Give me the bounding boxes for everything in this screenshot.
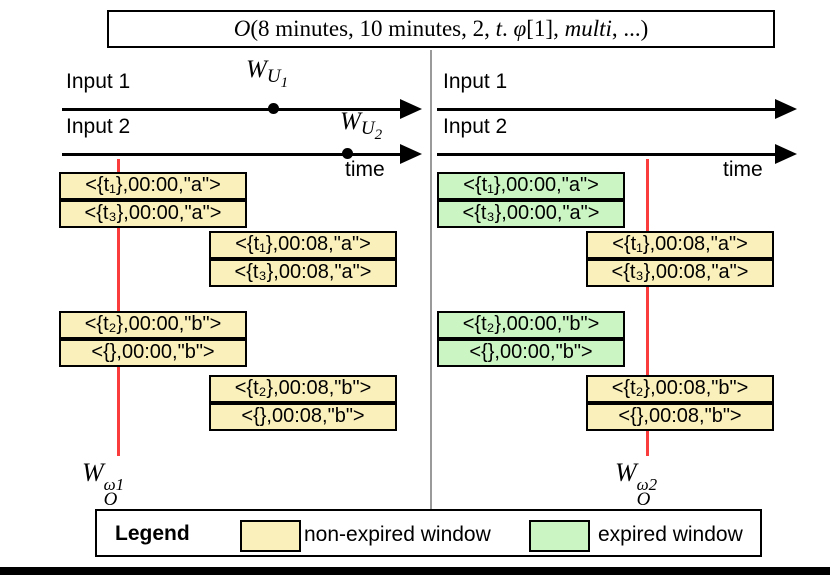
window-box: <{t₃},00:08,"a"> [586, 259, 774, 287]
wu1-event-dot [268, 103, 279, 114]
window-box: <{},00:08,"b"> [209, 403, 397, 431]
legend: Legend non-expired window expired window [95, 509, 762, 557]
window-boundary-line [646, 159, 649, 456]
input2-timeline [437, 153, 775, 156]
non-expired-swatch [240, 520, 301, 552]
window-box: <{t₁},00:00,"a"> [437, 172, 625, 200]
operator-name: O [233, 16, 251, 41]
time-label: time [345, 158, 385, 181]
bottom-rule [0, 567, 830, 575]
window-box: <{},00:08,"b"> [586, 403, 774, 431]
expired-label: expired window [598, 523, 743, 546]
input2-label: Input 2 [443, 115, 508, 138]
window-box: <{},00:00,"b"> [59, 339, 247, 367]
operator-signature-box: O(8 minutes, 10 minutes, 2, t. φ[1], mul… [107, 10, 775, 48]
wu2-label: WU2 [340, 108, 383, 143]
window-box: <{},00:00,"b"> [437, 339, 625, 367]
input1-timeline [437, 108, 775, 111]
input1-label: Input 1 [66, 70, 131, 93]
window-box: <{t₂},00:00,"b"> [59, 311, 247, 339]
input2-timeline [62, 153, 402, 156]
window-box: <{t₂},00:08,"b"> [586, 375, 774, 403]
window-box: <{t₂},00:08,"b"> [209, 375, 397, 403]
window-box: <{t₃},00:00,"a"> [59, 200, 247, 228]
window-box: <{t₁},00:08,"a"> [209, 231, 397, 259]
expired-swatch [529, 520, 590, 552]
input1-timeline [62, 108, 402, 111]
input2-label: Input 2 [66, 115, 131, 138]
input2-arrowhead-icon [775, 144, 797, 164]
panel-divider [430, 50, 432, 509]
legend-title: Legend [115, 522, 190, 545]
non-expired-label: non-expired window [304, 523, 491, 546]
window-box: <{t₂},00:00,"b"> [437, 311, 625, 339]
window-box: <{t₃},00:00,"a"> [437, 200, 625, 228]
time-label: time [723, 158, 763, 181]
window-box: <{t₁},00:00,"a"> [59, 172, 247, 200]
window-boundary-line [117, 159, 120, 456]
wu1-label: WU1 [246, 56, 289, 91]
window-box: <{t₃},00:08,"a"> [209, 259, 397, 287]
input1-label: Input 1 [443, 70, 508, 93]
input1-arrowhead-icon [775, 99, 797, 119]
window-box: <{t₁},00:08,"a"> [586, 231, 774, 259]
input2-arrowhead-icon [400, 144, 422, 164]
input1-arrowhead-icon [400, 99, 422, 119]
wu2-event-dot [342, 148, 353, 159]
